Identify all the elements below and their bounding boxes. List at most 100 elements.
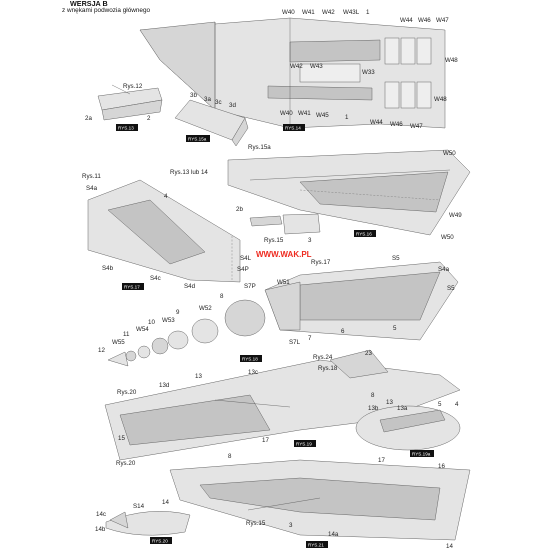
label-5b: 5 — [438, 401, 442, 408]
label-14c: 14c — [96, 511, 106, 518]
svg-text:RYS.15a: RYS.15a — [188, 137, 207, 142]
label-rys15b: Rys.15 — [246, 520, 266, 527]
svg-text:RYS.16: RYS.16 — [356, 232, 372, 237]
figure-tag-rys15a: RYS.15a — [186, 135, 210, 142]
label-16: 16 — [438, 463, 445, 470]
label-w33: W33 — [362, 69, 375, 76]
lower-fuselage-rys19 — [104, 349, 461, 461]
label-3b: 3b — [190, 92, 197, 99]
label-3b2: 3 — [289, 522, 293, 529]
label-w42a: W42 — [322, 9, 335, 16]
label-13: 13 — [195, 373, 202, 380]
label-3d: 3d — [229, 102, 236, 109]
nozzle-rings — [107, 299, 266, 367]
fuselage-panel-rys16 — [227, 149, 471, 236]
label-14-bottom: 14 — [446, 543, 453, 550]
figure-tag-rys16: RYS.16 — [354, 230, 376, 237]
label-s7p: S7P — [244, 283, 256, 290]
label-13d: 13d — [159, 382, 170, 389]
label-w54: W54 — [136, 326, 149, 333]
label-13c: 13c — [248, 369, 258, 376]
label-5: 5 — [393, 325, 397, 332]
label-8b: 8 — [371, 392, 375, 399]
label-rys17: Rys.17 — [311, 259, 331, 266]
label-6: 6 — [341, 328, 345, 335]
label-11: 11 — [123, 331, 130, 338]
label-w51: W51 — [277, 279, 290, 286]
figure-tag-rys20: RYS.20 — [150, 537, 172, 544]
label-s14: S14 — [133, 503, 145, 510]
bay-strip-top — [289, 39, 381, 63]
part-rys15a — [174, 99, 249, 147]
label-s4c: S4c — [150, 275, 161, 282]
label-s4a-left: S4a — [86, 185, 98, 192]
svg-text:RYS.14: RYS.14 — [285, 126, 301, 131]
label-s4b: S4b — [102, 265, 114, 272]
label-s4l: S4L — [240, 255, 252, 262]
label-s5a: S5 — [392, 255, 400, 262]
label-w47a: W47 — [436, 17, 449, 24]
label-4b: 4 — [455, 401, 459, 408]
label-rys11: Rys.11 — [82, 173, 101, 180]
svg-text:RYS.19a: RYS.19a — [412, 452, 431, 457]
label-w48b: W48 — [434, 96, 447, 103]
figure-tag-rys17: RYS.17 — [122, 283, 144, 290]
label-9: 9 — [176, 309, 180, 316]
label-w46b: W46 — [390, 121, 403, 128]
label-s5b: S5 — [447, 285, 455, 292]
label-s4a-right: S4a — [438, 266, 450, 273]
detail-inset-rys19a — [355, 405, 461, 451]
label-w43b: W43 — [310, 63, 323, 70]
figure-tag-rys13: RYS.13 — [116, 124, 138, 131]
figure-tag-rys18: RYS.18 — [240, 355, 262, 362]
svg-text:RYS.13: RYS.13 — [118, 126, 134, 131]
label-rys20a: Rys.20 — [117, 389, 137, 396]
label-12: 12 — [98, 347, 105, 354]
label-w43la: W43L — [343, 9, 360, 16]
label-w40b: W40 — [280, 110, 293, 117]
canopy-rys20 — [105, 511, 191, 536]
label-rys15: Rys.15 — [264, 237, 284, 244]
wing-panel-rys14 — [139, 17, 446, 129]
label-2a: 2a — [85, 115, 92, 122]
label-7: 7 — [308, 335, 312, 342]
label-17a: 17 — [262, 437, 269, 444]
label-3: 3 — [308, 237, 312, 244]
label-13a: 13a — [397, 405, 408, 412]
label-s7l: S7L — [289, 339, 301, 346]
label-w50b: W50 — [441, 234, 454, 241]
label-w53: W53 — [162, 317, 175, 324]
label-23: 23 — [365, 350, 372, 357]
label-one-a: 1 — [366, 9, 370, 16]
label-w52: W52 — [199, 305, 212, 312]
watermark: WWW.WAK.PL — [256, 250, 312, 259]
label-rys24: Rys.24 — [313, 354, 333, 361]
label-13: 13 — [386, 399, 393, 406]
page-subtitle: z wnękami podwozia głównego — [62, 7, 151, 14]
label-rys15a: Rys.15a — [248, 144, 271, 151]
svg-text:RYS.19: RYS.19 — [296, 442, 312, 447]
label-rys13-lub-14: Rys.13 lub 14 — [170, 169, 208, 176]
label-3a: 3a — [204, 96, 211, 103]
label-3c: 3c — [215, 99, 222, 106]
part-rys13 — [97, 84, 163, 121]
svg-text:RYS.17: RYS.17 — [124, 285, 140, 290]
figure-tag-rys14: RYS.14 — [283, 124, 305, 131]
bottom-fuselage-rys21 — [169, 459, 471, 541]
label-s4d: S4d — [184, 283, 196, 290]
label-8c: 8 — [228, 453, 232, 460]
part-2b-3 — [249, 213, 321, 235]
label-rys18: Rys.18 — [318, 365, 338, 372]
figure-tag-rys19a: RYS.19a — [410, 450, 434, 457]
label-8: 8 — [220, 293, 224, 300]
label-14a2: 14a — [328, 531, 339, 538]
label-w44b: W44 — [370, 119, 383, 126]
label-15: 15 — [118, 435, 125, 442]
svg-text:RYS.21: RYS.21 — [308, 543, 324, 548]
label-w45: W45 — [316, 112, 329, 119]
page-title: WERSJA B — [70, 0, 108, 8]
label-w40a: W40 — [282, 9, 295, 16]
engine-rear-rys18 — [264, 261, 459, 341]
label-w47b: W47 — [410, 123, 423, 130]
figure-tag-rys19: RYS.19 — [294, 440, 316, 447]
